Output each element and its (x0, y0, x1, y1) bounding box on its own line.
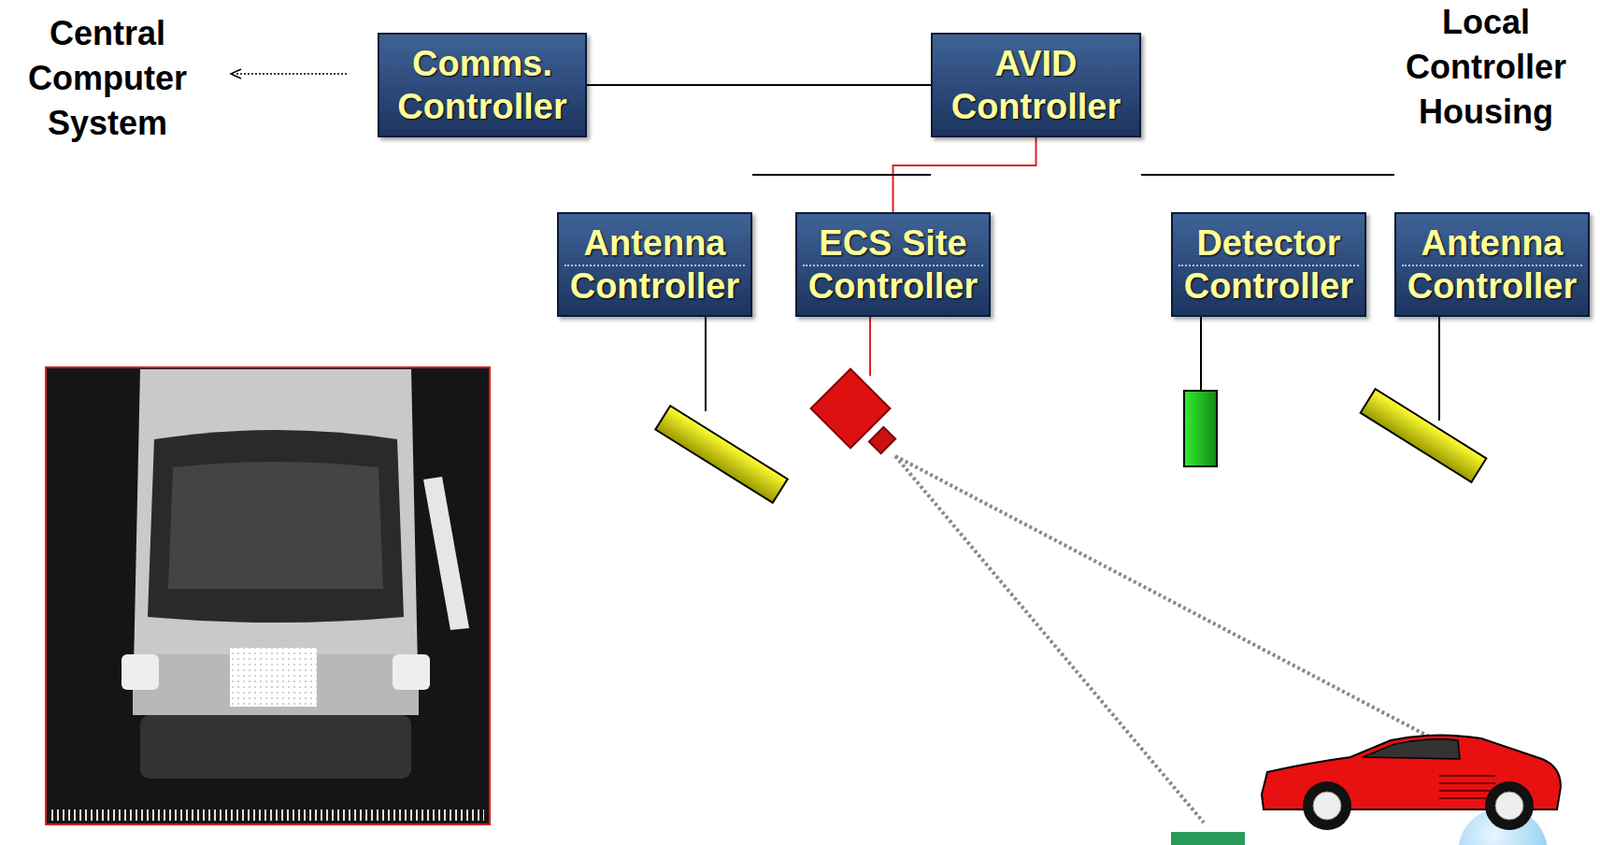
illustration-part (51, 809, 485, 821)
controller-box: Detector Controller (1171, 212, 1367, 317)
box-label: ECS Site Controller (802, 221, 984, 308)
illustration-part (229, 647, 317, 707)
camera-photo (45, 367, 490, 825)
illustration-part (423, 476, 470, 630)
car-illustration (1261, 734, 1561, 830)
controller-box: AVID Controller (930, 32, 1142, 138)
illustration-part (392, 654, 430, 690)
dotted-separator (1178, 264, 1359, 267)
controller-box: ECS Site Controller (795, 212, 991, 317)
box-label: Detector Controller (1178, 221, 1359, 308)
illustration-part (168, 461, 384, 589)
illustration-part (140, 714, 412, 779)
dotted-separator (802, 264, 984, 267)
antenna-symbol (1360, 388, 1487, 483)
dotted-separator (1401, 264, 1583, 267)
box-label: Antenna Controller (1401, 221, 1583, 308)
illustration-part (1439, 782, 1496, 785)
illustration-part (121, 654, 159, 690)
illustration-part (235, 72, 347, 75)
dotted-arrow (230, 69, 347, 79)
illustration-part (869, 427, 896, 454)
controller-box: Comms. Controller (377, 32, 587, 138)
site-label: Central Computer System (14, 11, 201, 146)
illustration-part (147, 429, 404, 623)
connector-line (1141, 173, 1395, 176)
connector-line (752, 173, 931, 176)
illustration-part (1439, 789, 1496, 792)
camera-symbol (811, 369, 897, 455)
loop-detector (1171, 831, 1245, 845)
illustration-part (1485, 781, 1534, 830)
box-label: AVID Controller (938, 42, 1134, 129)
illustration-part (704, 316, 707, 412)
illustration-part (1495, 791, 1524, 820)
illustration-part (1439, 774, 1496, 777)
illustration-part (1302, 781, 1352, 830)
illustration-part (655, 405, 787, 503)
illustration-part (895, 456, 1204, 823)
box-label: Comms. Controller (385, 42, 580, 129)
detector-symbol (1184, 390, 1217, 467)
illustration-part (1200, 316, 1202, 391)
illustration-part (1438, 316, 1441, 421)
dotted-separator (564, 264, 745, 267)
illustration-part (1360, 388, 1487, 483)
controller-box: Antenna Controller (1394, 212, 1590, 317)
illustration-part (45, 367, 490, 825)
antenna-symbol (655, 405, 787, 503)
illustration-part (230, 69, 242, 79)
illustration-part (1313, 791, 1342, 820)
illustration-part (869, 316, 872, 376)
illustration-part (869, 427, 896, 454)
controller-box: Antenna Controller (557, 212, 753, 317)
connector-line (586, 84, 931, 86)
illustration-part (895, 456, 1429, 737)
illustration-part (1362, 739, 1460, 759)
site-label: Local Controller Housing (1392, 0, 1580, 135)
box-label: Antenna Controller (564, 221, 745, 308)
